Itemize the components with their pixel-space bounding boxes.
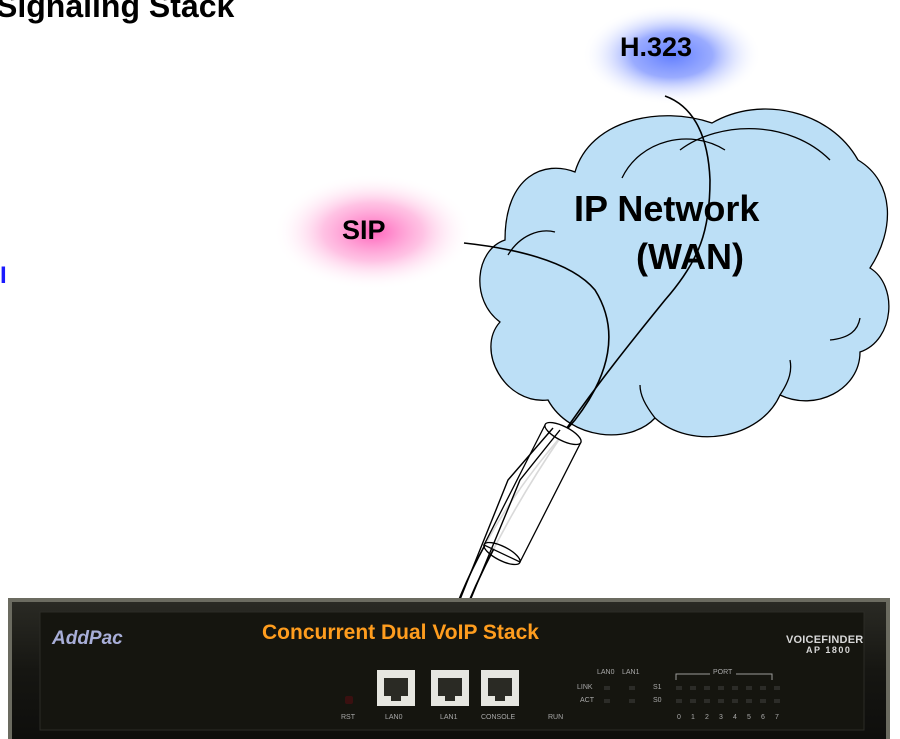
- run-label: RUN: [548, 714, 564, 721]
- reset-button[interactable]: [345, 696, 353, 704]
- port-number: 5: [747, 714, 751, 721]
- rst-label: RST: [341, 714, 355, 721]
- header-lan0-label: LAN0: [597, 669, 615, 676]
- sip-label: SIP: [342, 215, 386, 245]
- h323-glow: [582, 5, 762, 105]
- ip-network-cloud: [479, 108, 890, 438]
- console-port[interactable]: [481, 670, 519, 706]
- lan1-label: LAN1: [440, 714, 458, 721]
- port-number: 3: [719, 714, 723, 721]
- port-number: 7: [775, 714, 779, 721]
- port-number: 1: [691, 714, 695, 721]
- header-lan1-label: LAN1: [622, 669, 640, 676]
- port-label: PORT: [713, 669, 733, 676]
- port-number: 6: [761, 714, 765, 721]
- model-number: AP 1800: [806, 645, 852, 655]
- stack-label: Concurrent Dual VoIP Stack: [262, 621, 539, 644]
- port-number: 4: [733, 714, 737, 721]
- lan0-label: LAN0: [385, 714, 403, 721]
- port-number: 2: [705, 714, 709, 721]
- s1-label: S1: [653, 684, 662, 691]
- lan1-port[interactable]: [431, 670, 469, 706]
- sip-glow: [273, 174, 473, 290]
- page-title: Signaling Stack: [0, 0, 235, 24]
- status-leds: [604, 686, 780, 703]
- voip-gateway-device: [8, 598, 890, 739]
- lan0-port[interactable]: [377, 670, 415, 706]
- s0-label: S0: [653, 697, 662, 704]
- console-label: CONSOLE: [481, 714, 516, 721]
- port-number: 0: [677, 714, 681, 721]
- product-name: VOICEFINDER: [786, 634, 864, 646]
- network-sublabel: (WAN): [636, 236, 744, 277]
- side-mark: I: [0, 262, 7, 289]
- cable-tube: [456, 421, 582, 609]
- act-label: ACT: [580, 697, 594, 704]
- link-label: LINK: [577, 684, 593, 691]
- h323-label: H.323: [620, 32, 693, 62]
- network-label: IP Network: [574, 188, 760, 229]
- brand-logo: AddPac: [52, 628, 123, 649]
